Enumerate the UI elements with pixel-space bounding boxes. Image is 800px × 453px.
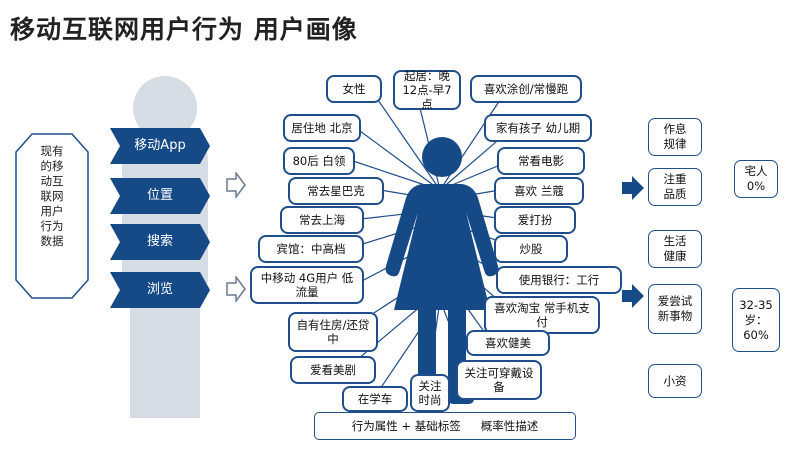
arrow-right-icon: [622, 284, 644, 308]
source-data-label: 现有的移动互联网用户行为数据: [40, 144, 64, 248]
tag-starbucks: 常去星巴克: [288, 177, 384, 205]
chevron-label: 浏览: [146, 282, 173, 297]
tag-female: 女性: [326, 75, 382, 103]
tag-shanghai: 常去上海: [280, 206, 364, 234]
arrow-right-icon: [622, 176, 644, 200]
tag-sleep: 起居：晚12点-早7点: [393, 69, 461, 111]
tag-housing: 自有住房/还贷中: [288, 312, 378, 352]
tag-stocks: 炒股: [494, 235, 568, 263]
chevron-browse: 浏览: [110, 272, 210, 308]
category-routine: 作息规律: [648, 118, 702, 156]
tag-hotel: 宾馆：中高档: [258, 235, 364, 263]
source-data-box: 现有的移动互联网用户行为数据: [14, 132, 90, 300]
tag-mobile-carrier: 中移动 4G用户 低流量: [250, 266, 364, 304]
outline-arrow-right-icon: [226, 276, 246, 302]
category-quality: 注重品质: [648, 168, 702, 206]
stat-age-range: 32-35岁：60%: [732, 288, 780, 352]
tag-bank: 使用银行：工行: [496, 266, 622, 294]
tag-likes: 喜欢涂创/常慢跑: [470, 75, 582, 103]
tag-age: 80后 白领: [283, 147, 355, 175]
tag-fitness: 喜欢健美: [466, 330, 550, 356]
tag-dressing: 爱打扮: [494, 206, 576, 234]
tag-taobao: 喜欢淘宝 常手机支付: [484, 296, 600, 334]
page-title: 移动互联网用户行为 用户画像: [10, 15, 358, 44]
tag-residence: 居住地 北京: [283, 114, 361, 142]
chevron-location: 位置: [110, 178, 210, 214]
tag-wearable: 关注可穿戴设备: [456, 360, 542, 400]
tag-learning-car: 在学车: [342, 386, 408, 412]
chevron-label: 位置: [146, 188, 173, 203]
category-health: 生活健康: [648, 230, 702, 268]
chevron-mobile-app: 移动App: [110, 128, 210, 164]
category-new-things: 爱尝试新事物: [648, 284, 702, 334]
tag-has-kids: 家有孩子 幼儿期: [484, 114, 592, 142]
stat-homebody: 宅人 0%: [734, 160, 778, 198]
tag-movies: 常看电影: [497, 147, 585, 175]
footer-left-label: 行为属性 + 基础标签: [351, 419, 461, 433]
footer-legend: 行为属性 + 基础标签 概率性描述: [314, 412, 576, 440]
footer-right-label: 概率性描述: [480, 419, 539, 433]
chevron-label: 搜索: [146, 234, 173, 249]
chevron-search: 搜索: [110, 224, 210, 260]
chevron-label: 移动App: [134, 138, 186, 153]
tag-fashion: 关注时尚: [410, 374, 450, 412]
tag-us-drama: 爱看美剧: [290, 356, 376, 384]
outline-arrow-right-icon: [226, 172, 246, 198]
category-petty-bourgeois: 小资: [648, 364, 702, 398]
tag-lancome: 喜欢 兰蔻: [494, 177, 584, 205]
